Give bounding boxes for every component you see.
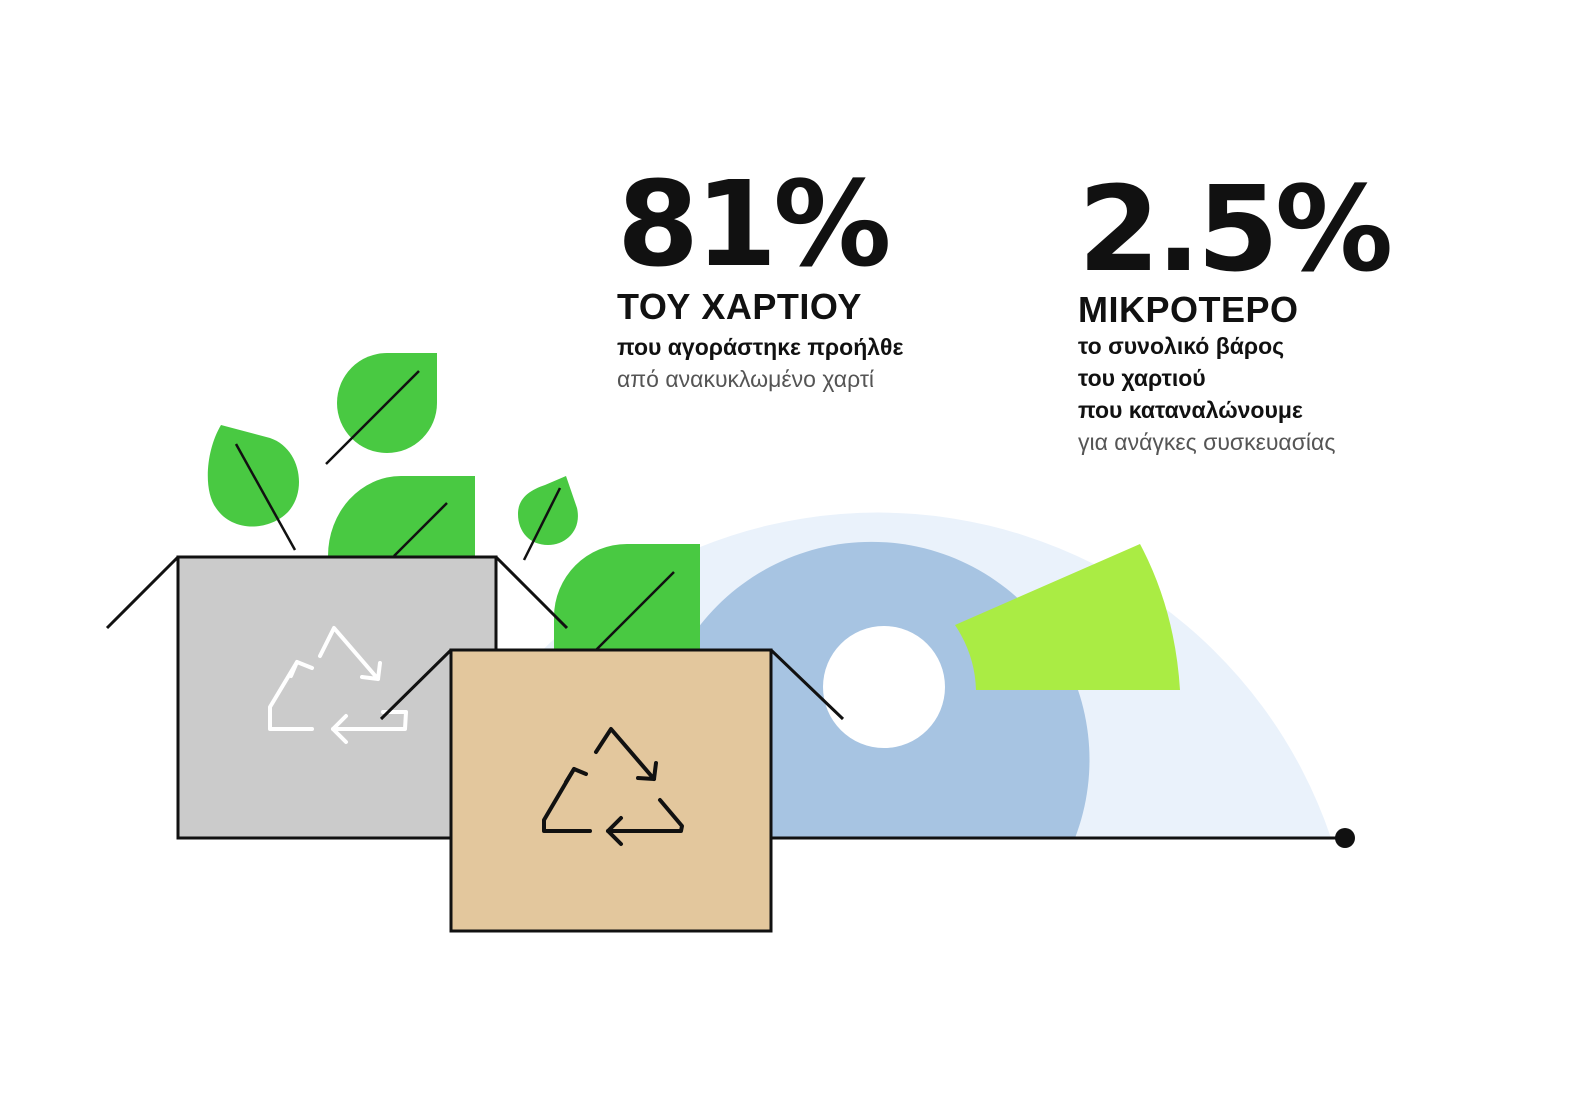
grey-box-flap-left <box>105 555 180 630</box>
tape-roll-hole <box>823 626 945 748</box>
stat-description: από ανακυκλωμένο χαρτί <box>617 365 875 392</box>
stat-description: το συνολικό βάρος <box>1078 332 1285 359</box>
leaf-icon <box>328 476 475 557</box>
tape-segment <box>955 544 1180 690</box>
kraft-box-flap-right <box>769 648 845 721</box>
recycle-icon <box>268 626 408 744</box>
stat-headline: ΤΟΥ ΧΑΡΤΙΟΥ <box>617 286 862 327</box>
leaf-icon <box>325 353 437 465</box>
ground-line-end-dot <box>1335 828 1355 848</box>
stat-recycled-paper: 81% ΤΟΥ ΧΑΡΤΙΟΥ που αγοράστηκε προήλθε α… <box>617 165 903 395</box>
stat-description: που καταναλώνουμε <box>1078 396 1303 423</box>
kraft-box-flap-left <box>379 648 453 721</box>
leaf-icon <box>207 425 300 551</box>
stat-value: 81% <box>617 155 891 293</box>
recycle-icon <box>542 727 684 846</box>
leaves <box>207 353 700 651</box>
grey-box <box>105 555 569 840</box>
stat-description: του χαρτιού <box>1078 364 1206 391</box>
stat-description: για ανάγκες συσκευασίας <box>1078 428 1336 455</box>
kraft-box <box>379 648 845 933</box>
leaf-icon <box>518 476 578 561</box>
stat-packaging-weight: 2.5% ΜΙΚΡΟΤΕΡΟ το συνολικό βάρος του χαρ… <box>1078 160 1393 458</box>
stat-description: που αγοράστηκε προήλθε <box>617 333 904 360</box>
stat-headline: ΜΙΚΡΟΤΕΡΟ <box>1078 289 1299 330</box>
stat-value: 2.5% <box>1078 160 1393 298</box>
grey-box-flap-right <box>494 555 569 630</box>
leaf-icon <box>554 544 700 651</box>
